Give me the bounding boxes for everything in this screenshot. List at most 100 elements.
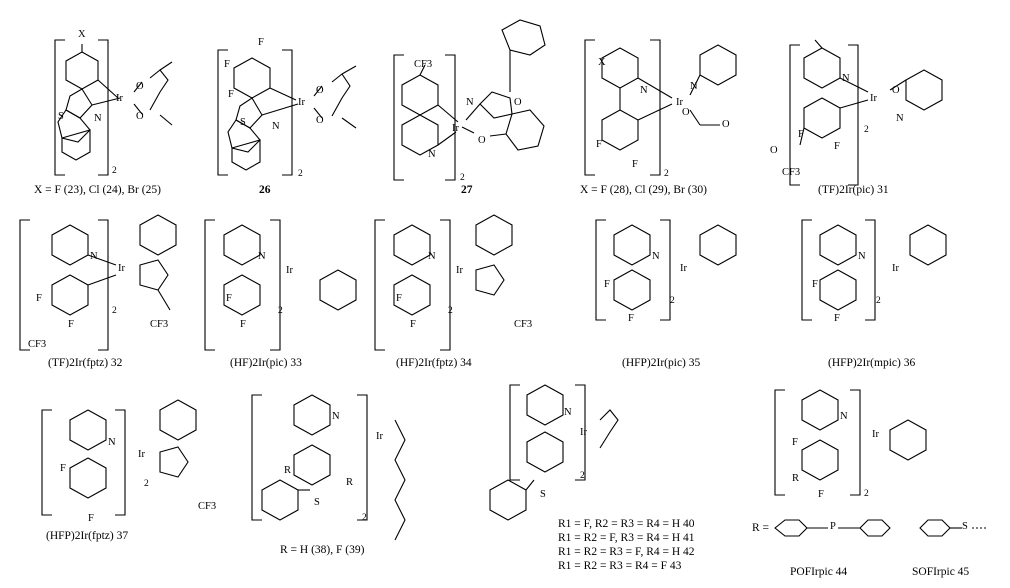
atom-label-x: X (598, 57, 606, 68)
atom-label-n: N (840, 411, 848, 422)
atom-label-f: F (604, 279, 610, 290)
structure-31 (789, 39, 943, 186)
structure-26 (217, 49, 357, 176)
atom-label-f: F (228, 89, 234, 100)
atom-label-n: N (896, 113, 904, 124)
caption-26: 26 (259, 184, 271, 196)
structure-37 (41, 399, 197, 516)
atom-label-ir: Ir (676, 97, 683, 108)
caption-44: POFIrpic 44 (790, 566, 848, 578)
structure-27 (393, 19, 546, 181)
atom-label-o: O (316, 85, 324, 96)
atom-label-cf3: CF3 (782, 167, 801, 178)
atom-label-o: O (514, 97, 522, 108)
atom-label-cf3: CF3 (514, 319, 533, 330)
caption-28-30: X = F (28), Cl (29), Br (30) (580, 184, 707, 196)
structure-28 (584, 39, 737, 176)
structure-38 (251, 394, 406, 541)
caption-31: (TF)2Ir(pic) 31 (818, 184, 889, 196)
atom-label-ir: Ir (286, 265, 293, 276)
atom-label-n: N (842, 73, 850, 84)
atom-label-f: F (36, 293, 42, 304)
atom-label-f: F (410, 319, 416, 330)
subscript-2: 2 (664, 169, 669, 179)
atom-label-f: F (226, 293, 232, 304)
atom-label-r: R (792, 473, 800, 484)
atom-label-f: F (628, 313, 634, 324)
atom-label-s: S (58, 111, 64, 122)
atom-label-n: N (108, 437, 116, 448)
atom-label-ir: Ir (680, 263, 687, 274)
atom-label-f: F (818, 489, 824, 500)
atom-label-ir: Ir (870, 93, 877, 104)
caption-42: R1 = R2 = R3 = F, R4 = H 42 (558, 546, 695, 558)
atom-label-n: N (858, 251, 866, 262)
atom-label-f: F (68, 319, 74, 330)
atom-label-n: N (690, 81, 698, 92)
caption-45: SOFIrpic 45 (912, 566, 970, 578)
atom-label-f: F (258, 37, 264, 48)
atom-label-ir: Ir (116, 93, 123, 104)
subscript-2: 2 (448, 306, 453, 316)
caption-23-25: X = F (23), Cl (24), Br (25) (34, 184, 161, 196)
atom-label-s: S (314, 497, 320, 508)
atom-label-f: F (596, 139, 602, 150)
caption-32: (TF)2Ir(fptz) 32 (48, 357, 123, 369)
atom-label-s: S (240, 117, 246, 128)
atom-label-ir: Ir (892, 263, 899, 274)
atom-label-cf3: CF3 (150, 319, 169, 330)
atom-label-f: F (792, 437, 798, 448)
caption-27: 27 (461, 184, 473, 196)
caption-41: R1 = R2 = F, R3 = R4 = H 41 (558, 532, 695, 544)
subscript-2: 2 (112, 306, 117, 316)
atom-label-f: F (396, 293, 402, 304)
caption-38-39: R = H (38), F (39) (280, 544, 365, 556)
atom-label-f: F (240, 319, 246, 330)
atom-label-ir: Ir (452, 123, 459, 134)
atom-label-o: O (136, 81, 144, 92)
subscript-2: 2 (864, 489, 869, 499)
atom-label-r: R (284, 465, 292, 476)
atom-label-ir: Ir (118, 263, 125, 274)
atom-label-p: P (830, 521, 836, 532)
atom-label-n: N (272, 121, 280, 132)
atom-label-o: O (682, 107, 690, 118)
caption-37: (HFP)2Ir(fptz) 37 (46, 530, 129, 542)
atom-label-r: R (346, 477, 354, 488)
caption-43: R1 = R2 = R3 = R4 = F 43 (558, 560, 682, 572)
atom-label-cf3: CF3 (414, 59, 433, 70)
caption-40: R1 = F, R2 = R3 = R4 = H 40 (558, 518, 695, 530)
atom-label-f: F (224, 59, 230, 70)
atom-label-f: F (632, 159, 638, 170)
atom-label-cf3: CF3 (198, 501, 217, 512)
atom-label-f: F (812, 279, 818, 290)
atom-label-o: O (892, 85, 900, 96)
atom-label-n: N (640, 85, 648, 96)
structure-33 (204, 219, 357, 351)
subscript-2: 2 (864, 125, 869, 135)
atom-label-n: N (428, 149, 436, 160)
atom-label-ir: Ir (376, 431, 383, 442)
structure-23 (54, 39, 173, 176)
atom-label-n: N (564, 407, 572, 418)
atom-label-ir: Ir (872, 429, 879, 440)
subscript-2: 2 (298, 169, 303, 179)
caption-35: (HFP)2Ir(pic) 35 (622, 357, 701, 369)
r-definition-label: R = (752, 522, 770, 534)
atom-label-f: F (88, 513, 94, 524)
structure-35 (595, 219, 737, 321)
atom-label-o: O (722, 119, 730, 130)
subscript-2: 2 (580, 471, 585, 481)
caption-33: (HF)2Ir(pic) 33 (230, 357, 302, 369)
atom-label-n: N (466, 97, 474, 108)
subscript-2: 2 (362, 513, 367, 523)
structure-40 (489, 384, 619, 521)
atom-label-f: F (60, 463, 66, 474)
subscript-2: 2 (112, 166, 117, 176)
structure-44 (774, 389, 988, 537)
subscript-2: 2 (278, 306, 283, 316)
atom-label-o: O (478, 135, 486, 146)
structure-32 (19, 214, 177, 351)
